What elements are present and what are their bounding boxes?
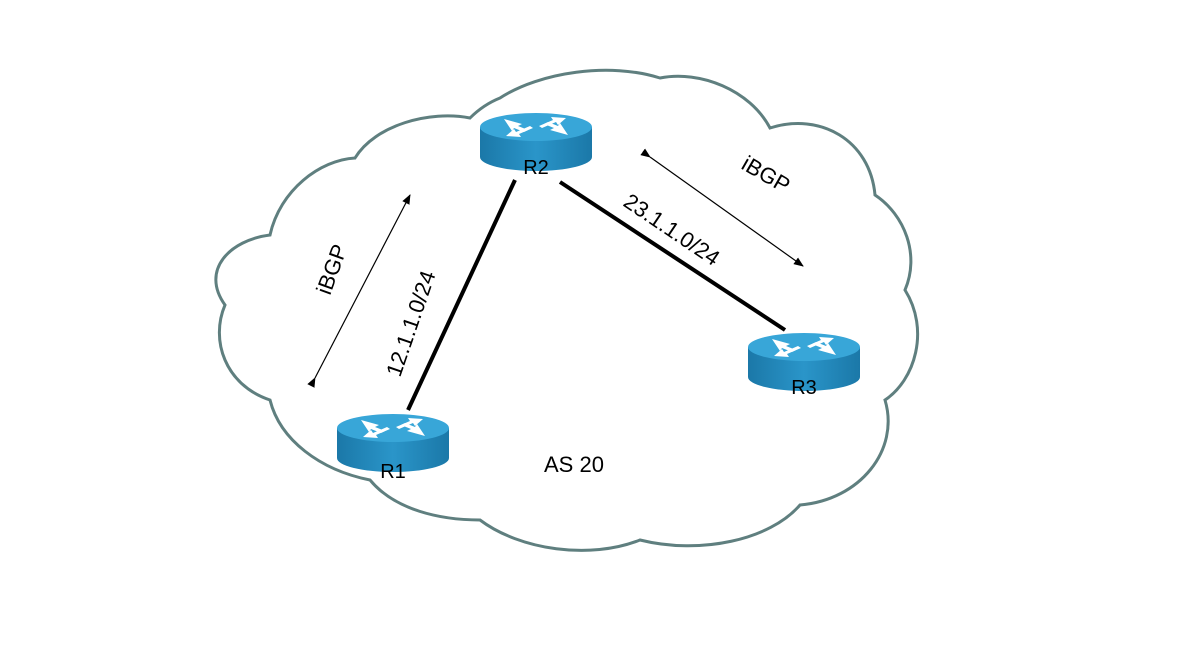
router-r2[interactable]: R2 (480, 113, 592, 179)
link-r1-r2 (406, 179, 517, 411)
router-r3[interactable]: R3 (748, 333, 860, 399)
ibgp-arrow-r1-r2 (307, 194, 411, 388)
router-r1[interactable]: R1 (337, 414, 449, 483)
router-label: R3 (791, 377, 817, 399)
router-label: R2 (523, 157, 549, 179)
as-label: AS 20 (544, 452, 604, 477)
router-label: R1 (380, 461, 406, 483)
ibgp-arrow-r2-r3 (640, 148, 804, 267)
